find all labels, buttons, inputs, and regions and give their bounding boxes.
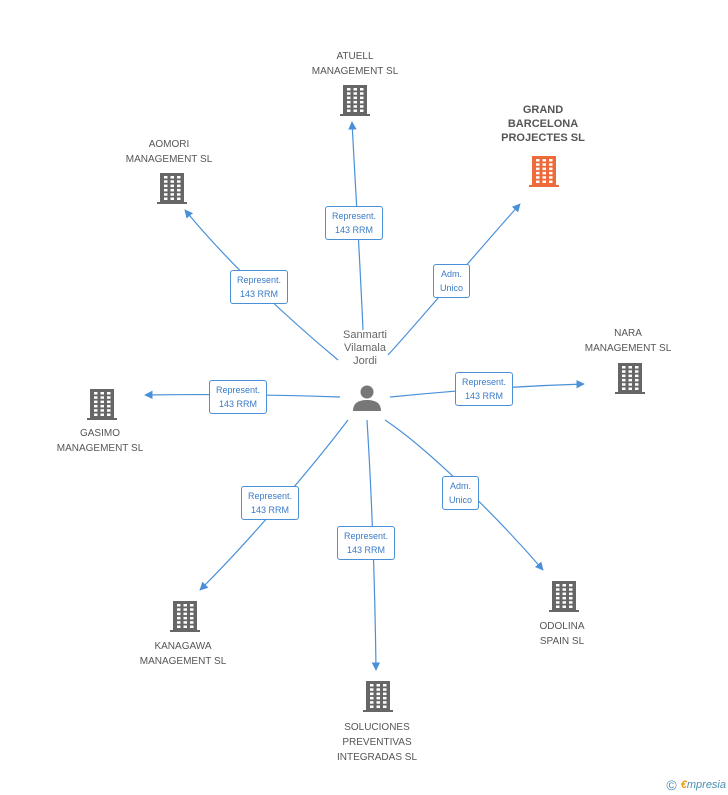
company-name-label[interactable]: ODOLINA SPAIN SL xyxy=(539,621,585,647)
company-building-icon[interactable] xyxy=(157,173,187,204)
footer-brand: ©€mpresia xyxy=(666,777,726,793)
company-building-icon[interactable] xyxy=(363,681,393,712)
relationship-badge: Represent. 143 RRM xyxy=(241,486,300,520)
copyright-icon: © xyxy=(666,777,677,793)
relationship-badge: Represent. 143 RRM xyxy=(230,270,289,304)
center-person-name[interactable]: Sanmarti Vilamala Jordi xyxy=(342,329,388,367)
brand-name: mpresia xyxy=(686,778,726,791)
company-name-label[interactable]: SOLUCIONES PREVENTIVAS INTEGRADAS SL xyxy=(336,722,418,763)
relationship-badge: Adm. Unico xyxy=(433,264,471,298)
company-building-icon-highlight[interactable] xyxy=(529,156,559,187)
company-name-label[interactable]: GRAND BARCELONA PROJECTES SL xyxy=(501,104,585,144)
relationship-badge: Represent. 143 RRM xyxy=(337,526,396,560)
company-name-label[interactable]: GASIMO MANAGEMENT SL xyxy=(56,428,144,454)
relationship-badge: Represent. 143 RRM xyxy=(325,206,384,240)
company-building-icon[interactable] xyxy=(170,601,200,632)
company-name-label[interactable]: AOMORI MANAGEMENT SL xyxy=(125,139,213,165)
company-name-label[interactable]: ATUELL MANAGEMENT SL xyxy=(311,51,399,77)
company-building-icon[interactable] xyxy=(340,85,370,116)
company-name-label[interactable]: KANAGAWA MANAGEMENT SL xyxy=(139,641,227,667)
person-icon[interactable] xyxy=(353,385,381,412)
company-building-icon[interactable] xyxy=(87,389,117,420)
brand-e-icon: € xyxy=(680,778,687,791)
relationship-badge: Represent. 143 RRM xyxy=(209,380,268,414)
company-building-icon[interactable] xyxy=(549,581,579,612)
company-name-label[interactable]: NARA MANAGEMENT SL xyxy=(584,328,672,354)
relationship-badge: Represent. 143 RRM xyxy=(455,372,514,406)
relationship-badge: Adm. Unico xyxy=(442,476,480,510)
company-building-icon[interactable] xyxy=(615,363,645,394)
